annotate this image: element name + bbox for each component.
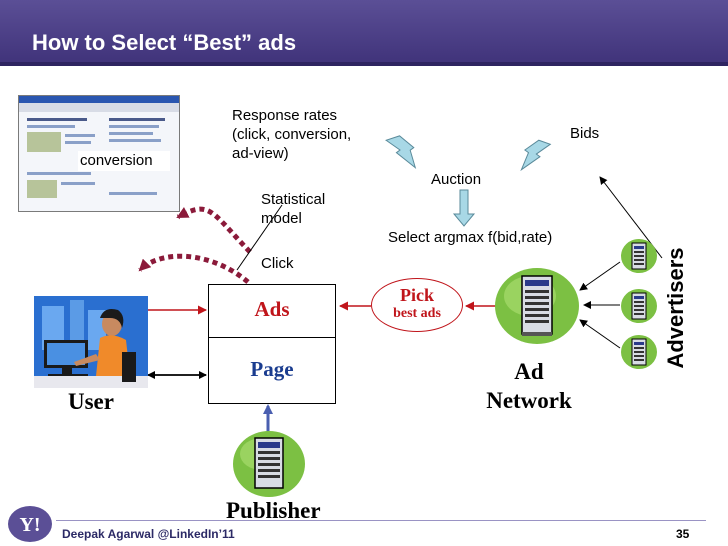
footer-author: Deepak Agarwal @LinkedIn’11 bbox=[62, 527, 235, 541]
response-rates-line: (click, conversion, bbox=[232, 126, 352, 143]
bids-block-arrow bbox=[520, 139, 552, 172]
slide-title: How to Select “Best” ads bbox=[32, 30, 297, 55]
box-divider bbox=[209, 337, 335, 338]
screenshot-titlebar bbox=[19, 96, 179, 103]
screenshot-text-line bbox=[109, 192, 157, 195]
screenshot-text-line bbox=[65, 134, 95, 137]
ads-page-box: Ads Page bbox=[208, 284, 336, 404]
screenshot-text-line bbox=[65, 141, 91, 144]
publisher-server-icon bbox=[233, 431, 305, 497]
statistical-model-line: Statistical bbox=[261, 191, 326, 208]
screenshot-text-line bbox=[27, 125, 75, 128]
advertiser-server-icon bbox=[621, 335, 657, 369]
user-illustration bbox=[34, 296, 148, 388]
yahoo-logo-icon: Y! bbox=[8, 506, 52, 542]
ad-network-label-line: Network bbox=[486, 388, 572, 413]
select-argmax-label: Select argmax f(bid,rate) bbox=[388, 229, 553, 246]
publisher-label: Publisher bbox=[226, 498, 321, 523]
advertiser1-to-network-arrow bbox=[579, 261, 621, 291]
response-rates-block-arrow bbox=[384, 135, 417, 169]
click-dashed-arrow bbox=[138, 253, 250, 284]
yahoo-logo-text: Y! bbox=[19, 514, 40, 536]
screenshot-image bbox=[27, 132, 61, 152]
screenshot-text-line bbox=[27, 118, 87, 121]
conversion-label-bg bbox=[78, 151, 170, 171]
auction-block-arrow bbox=[452, 189, 476, 227]
advertisers-label-container: Advertisers bbox=[662, 228, 690, 388]
ad-network-label: Ad Network bbox=[479, 357, 579, 415]
screenshot-text-line bbox=[109, 118, 165, 121]
advertiser-server-icon bbox=[621, 289, 657, 323]
statistical-model-text: Statistical model bbox=[261, 190, 325, 228]
advertisers-label: Advertisers bbox=[663, 247, 688, 369]
ad-network-label-line: Ad bbox=[514, 359, 544, 384]
slide-header: How to Select “Best” ads bbox=[0, 0, 728, 66]
screenshot-text-line bbox=[27, 172, 91, 175]
screenshot-text-line bbox=[109, 125, 159, 128]
click-label: Click bbox=[261, 255, 294, 272]
user-label: User bbox=[68, 389, 114, 414]
conversion-label: conversion bbox=[80, 152, 153, 169]
header-divider bbox=[0, 62, 728, 66]
conversion-dashed-arrow bbox=[176, 206, 252, 254]
pick-label: Pick bbox=[400, 285, 434, 305]
ads-label: Ads bbox=[254, 297, 290, 321]
screenshot-text-line bbox=[109, 132, 153, 135]
statistical-model-line: model bbox=[261, 210, 302, 227]
screenshot-image bbox=[27, 180, 57, 198]
auction-label: Auction bbox=[431, 171, 482, 188]
ad-network-server-icon bbox=[495, 268, 579, 344]
response-rates-line: ad-view) bbox=[232, 145, 289, 162]
pick-best-ads-node: Pick best ads bbox=[371, 278, 463, 332]
screenshot-toolbar bbox=[19, 103, 179, 112]
footer-rule bbox=[56, 520, 706, 521]
bids-label: Bids bbox=[570, 125, 600, 142]
click-connector bbox=[236, 204, 283, 271]
response-rates-line: Response rates bbox=[232, 107, 338, 124]
best-ads-label: best ads bbox=[393, 306, 441, 321]
screenshot-text-line bbox=[109, 139, 161, 142]
response-rates-text: Response rates (click, conversion, ad-vi… bbox=[232, 106, 351, 163]
advertiser-server-icon bbox=[621, 239, 657, 273]
page-label: Page bbox=[250, 357, 294, 381]
screenshot-text-line bbox=[61, 182, 95, 185]
advertiser3-to-network-arrow bbox=[579, 319, 621, 349]
page-number: 35 bbox=[676, 527, 690, 541]
